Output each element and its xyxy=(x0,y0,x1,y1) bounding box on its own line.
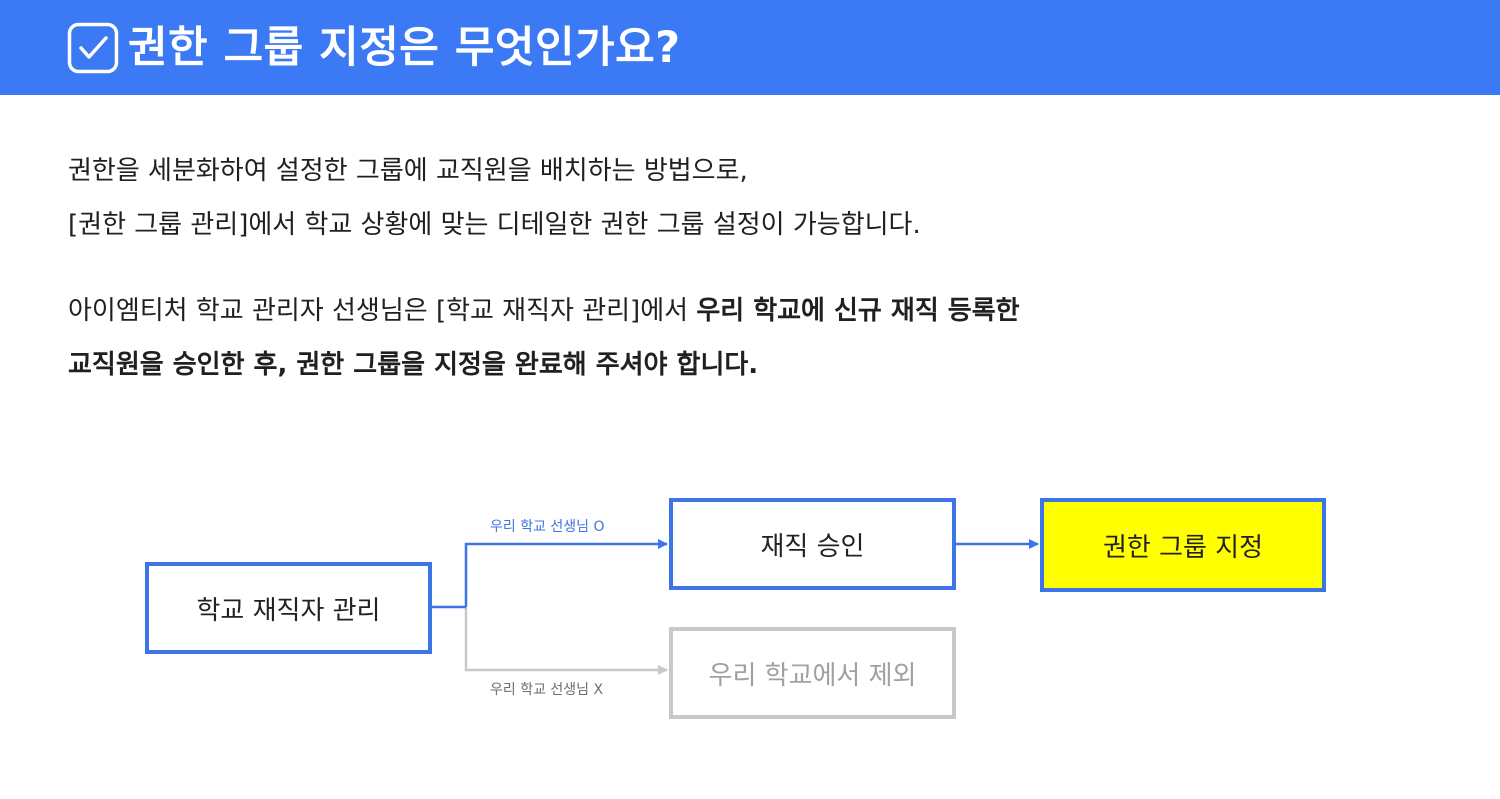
flow-node-exclude-from-school: 우리 학교에서 제외 xyxy=(669,627,956,719)
notice-line-1-regular: 아이엠티처 학교 관리자 선생님은 [학교 재직자 관리]에서 xyxy=(68,296,697,326)
connector-to-approve xyxy=(464,539,668,607)
edge-label-our-teacher-yes: 우리 학교 선생님 O xyxy=(490,519,605,535)
checkbox-check-icon xyxy=(67,22,119,74)
connector-to-exclude xyxy=(464,607,668,675)
page-title: 권한 그룹 지정은 무엇인가요? xyxy=(128,23,681,73)
notice-paragraph: 아이엠티처 학교 관리자 선생님은 [학교 재직자 관리]에서 우리 학교에 신… xyxy=(68,284,1020,392)
intro-line-2: [권한 그룹 관리]에서 학교 상황에 맞는 디테일한 권한 그룹 설정이 가능… xyxy=(68,210,921,240)
notice-line-2-bold: 교직원을 승인한 후, 권한 그룹을 지정을 완료해 주셔야 합니다. xyxy=(68,350,759,380)
flow-node-employment-approval: 재직 승인 xyxy=(669,498,956,590)
flow-node-permission-group-assign: 권한 그룹 지정 xyxy=(1040,498,1326,592)
intro-paragraph: 권한을 세분화하여 설정한 그룹에 교직원을 배치하는 방법으로, [권한 그룹… xyxy=(68,144,921,252)
intro-line-1: 권한을 세분화하여 설정한 그룹에 교직원을 배치하는 방법으로, xyxy=(68,156,748,186)
flow-node-staff-management: 학교 재직자 관리 xyxy=(145,562,432,654)
edge-label-our-teacher-no: 우리 학교 선생님 X xyxy=(490,682,604,698)
notice-line-1-bold: 우리 학교에 신규 재직 등록한 xyxy=(696,296,1020,326)
notice-line-1: 아이엠티처 학교 관리자 선생님은 [학교 재직자 관리]에서 우리 학교에 신… xyxy=(68,284,1020,338)
header-banner: 권한 그룹 지정은 무엇인가요? xyxy=(0,0,1500,95)
